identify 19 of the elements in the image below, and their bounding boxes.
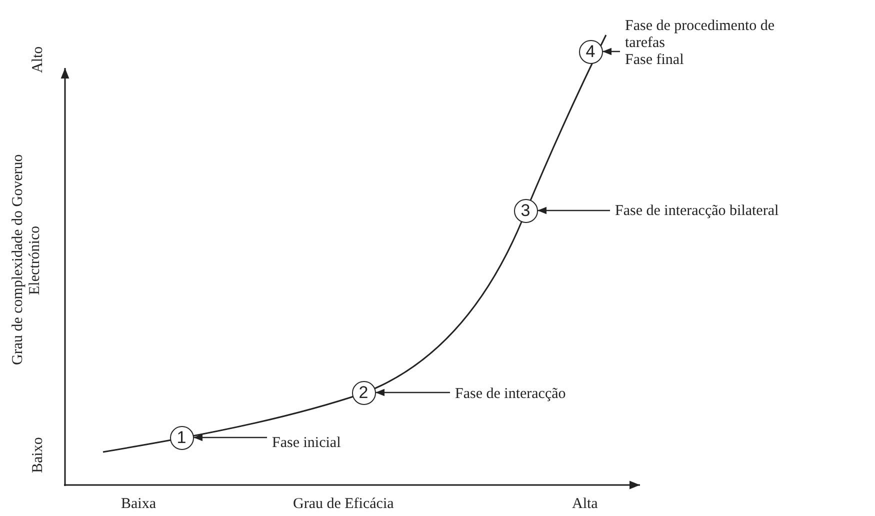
axis-label: Grau de complexidade do Goveruo Electrónico	[10, 154, 44, 368]
axis-label: Baixa	[121, 496, 156, 513]
axis-label: Grau de Eficácia	[293, 496, 394, 513]
arrow	[194, 434, 267, 442]
step-circle: 4	[578, 40, 602, 64]
arrow	[376, 388, 450, 396]
stage-label: Fase de procedimento de tarefas	[625, 18, 775, 52]
stage-label: Fase de interacção bilateral	[615, 203, 779, 220]
step-circle: 1	[170, 426, 194, 450]
axis-label: Alta	[572, 496, 598, 513]
axis-label: Baixo	[30, 436, 47, 475]
step-circle: 3	[514, 198, 538, 222]
step-circle: 2	[352, 380, 376, 404]
stage-label: Fase inicial	[272, 435, 341, 452]
arrow	[538, 206, 610, 214]
stage-label: Fase final	[625, 52, 685, 69]
stage-label: Fase de interacção	[455, 386, 566, 403]
axis-label: Alto	[30, 46, 47, 76]
arrow	[602, 48, 620, 56]
